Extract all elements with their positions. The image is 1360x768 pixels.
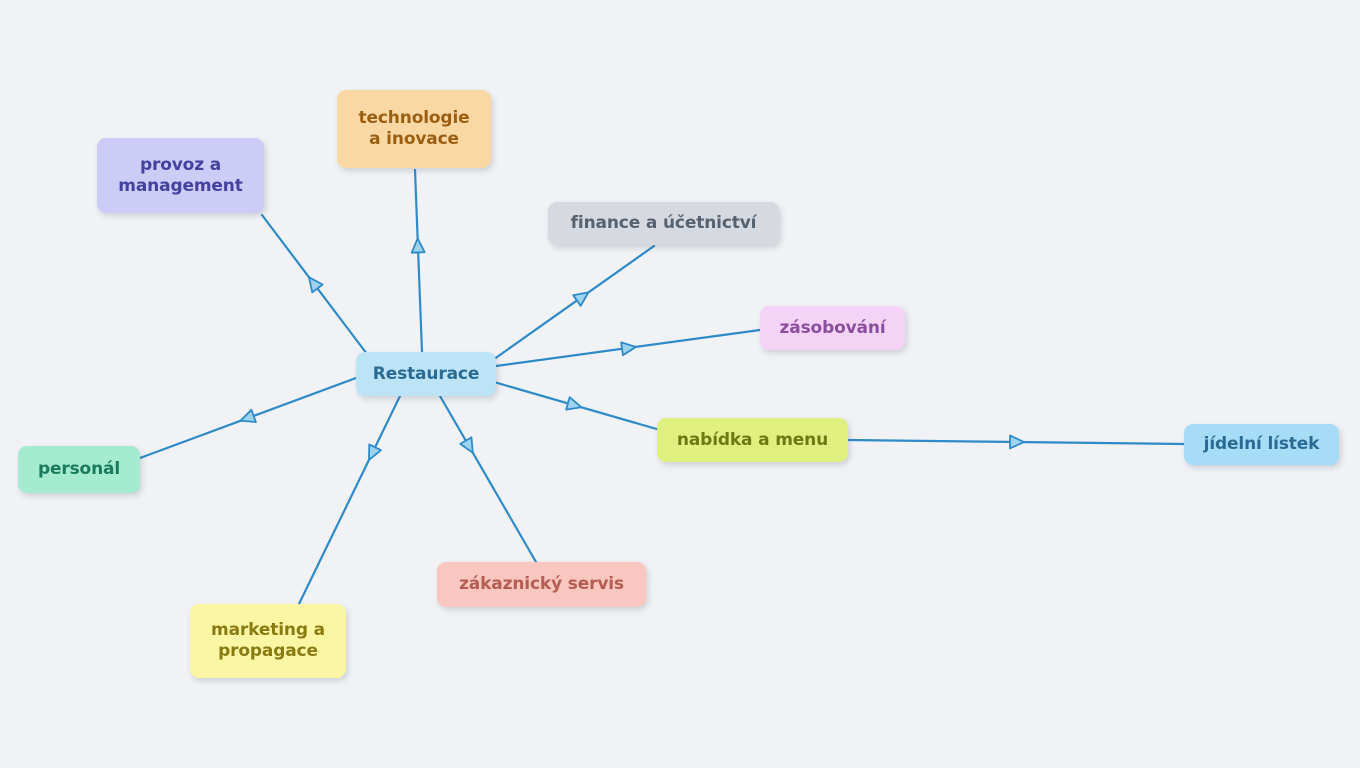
arrowhead-icon xyxy=(308,276,324,294)
arrowhead-icon xyxy=(620,341,637,357)
mindmap-node-technologie[interactable]: technologie a inovace xyxy=(337,90,491,168)
mindmap-node-provoz[interactable]: provoz a management xyxy=(97,138,264,213)
edge-restaurace-to-zasobovani xyxy=(494,328,762,368)
arrowhead-icon xyxy=(572,291,590,307)
arrowhead-icon xyxy=(410,237,426,254)
mindmap-node-zasobovani[interactable]: zásobování xyxy=(760,306,905,350)
arrowhead-icon xyxy=(368,443,382,461)
edge-restaurace-to-personal xyxy=(138,376,358,460)
mindmap-node-restaurace[interactable]: Restaurace xyxy=(356,352,496,396)
mindmap-node-personal[interactable]: personál xyxy=(18,446,140,493)
edge-restaurace-to-marketing xyxy=(296,394,402,608)
mindmap-node-marketing[interactable]: marketing a propagace xyxy=(190,604,346,678)
mindmap-node-nabidka[interactable]: nabídka a menu xyxy=(657,418,848,462)
edge-restaurace-to-zakaznicky xyxy=(438,394,538,564)
edge-restaurace-to-provoz xyxy=(260,213,372,360)
arrowhead-icon xyxy=(239,408,257,423)
mindmap-node-finance[interactable]: finance a účetnictví xyxy=(548,202,779,245)
edge-nabidka-to-jidelni xyxy=(846,434,1186,450)
edge-restaurace-to-technologie xyxy=(410,168,426,354)
arrowhead-icon xyxy=(565,396,583,411)
arrowhead-icon xyxy=(1009,434,1025,450)
arrowhead-icon xyxy=(459,436,474,454)
edge-restaurace-to-nabidka xyxy=(492,380,662,432)
mindmap-node-jidelni[interactable]: jídelní lístek xyxy=(1184,424,1339,465)
mindmap-node-zakaznicky[interactable]: zákaznický servis xyxy=(437,562,646,607)
edge-restaurace-to-finance xyxy=(488,244,656,364)
